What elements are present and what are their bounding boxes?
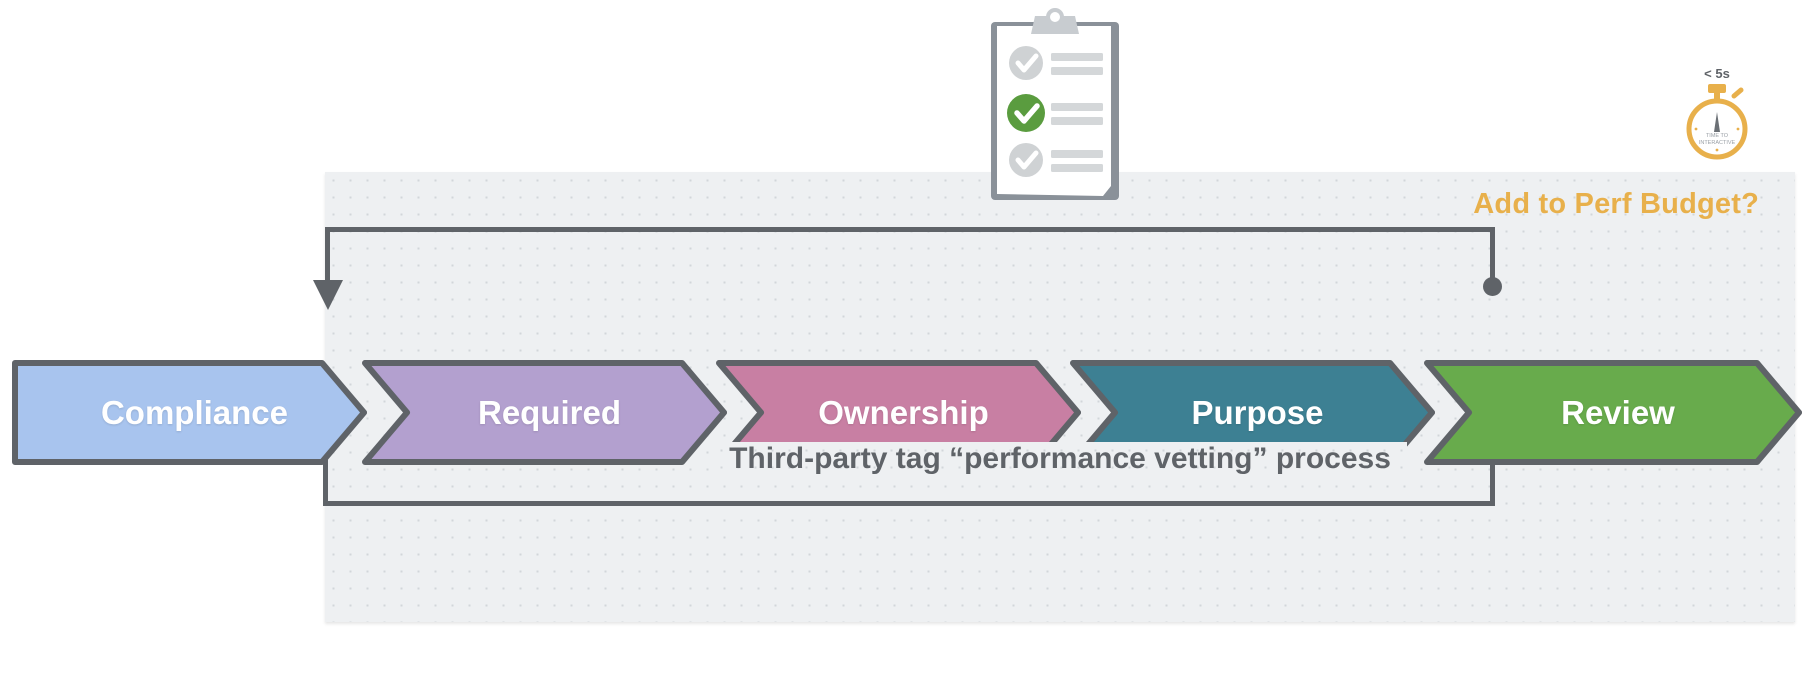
step-label-required: Required — [477, 393, 622, 431]
step-shape-required — [362, 360, 727, 465]
diagram-title: Third-party tag “performance vetting” pr… — [325, 442, 1795, 476]
step-label-review: Review — [1561, 393, 1675, 431]
checklist-circle-2 — [1007, 94, 1045, 132]
loop-top-arrow-down — [312, 280, 343, 310]
step-shape-review — [1424, 360, 1802, 465]
step-label-compliance: Compliance — [100, 393, 289, 431]
loop-top-end-dot — [1483, 277, 1502, 296]
checklist-circle-3 — [1009, 143, 1043, 177]
loop-top-left-vertical — [325, 227, 330, 285]
loop-bottom-right-vertical — [1490, 444, 1495, 506]
step-review[interactable]: Review — [1424, 360, 1802, 465]
process-flow: Compliance Required Ownership Purpose Re… — [12, 360, 1802, 465]
stopwatch-svg: TIME TO INTERACTIVE — [1686, 84, 1748, 160]
clipboard-checklist-icon — [985, 8, 1125, 218]
step-label-ownership: Ownership — [818, 393, 989, 431]
loop-top-right-vertical — [1490, 227, 1495, 283]
step-label-purpose: Purpose — [1191, 393, 1324, 431]
stopwatch-threshold-label: < 5s — [1704, 66, 1730, 81]
loop-bottom-horizontal — [323, 501, 1495, 506]
step-purpose[interactable]: Purpose — [1070, 360, 1435, 465]
loop-top-horizontal — [327, 227, 1495, 232]
step-compliance[interactable]: Compliance — [12, 360, 367, 465]
diagram-title-text: Third-party tag “performance vetting” pr… — [713, 442, 1407, 475]
step-shape-compliance — [12, 360, 367, 465]
stopwatch-metric-line2: INTERACTIVE — [1699, 140, 1736, 146]
loop-bottom-left-vertical — [323, 440, 328, 503]
checklist-circle-1 — [1009, 46, 1043, 80]
step-required[interactable]: Required — [362, 360, 727, 465]
stopwatch-metric-line1: TIME TO — [1706, 133, 1729, 139]
stopwatch-icon: < 5s TIME TO INTERACTIVE — [1672, 66, 1762, 166]
clipboard-svg — [991, 8, 1119, 200]
perf-budget-label: Add to Perf Budget? — [1473, 188, 1759, 220]
